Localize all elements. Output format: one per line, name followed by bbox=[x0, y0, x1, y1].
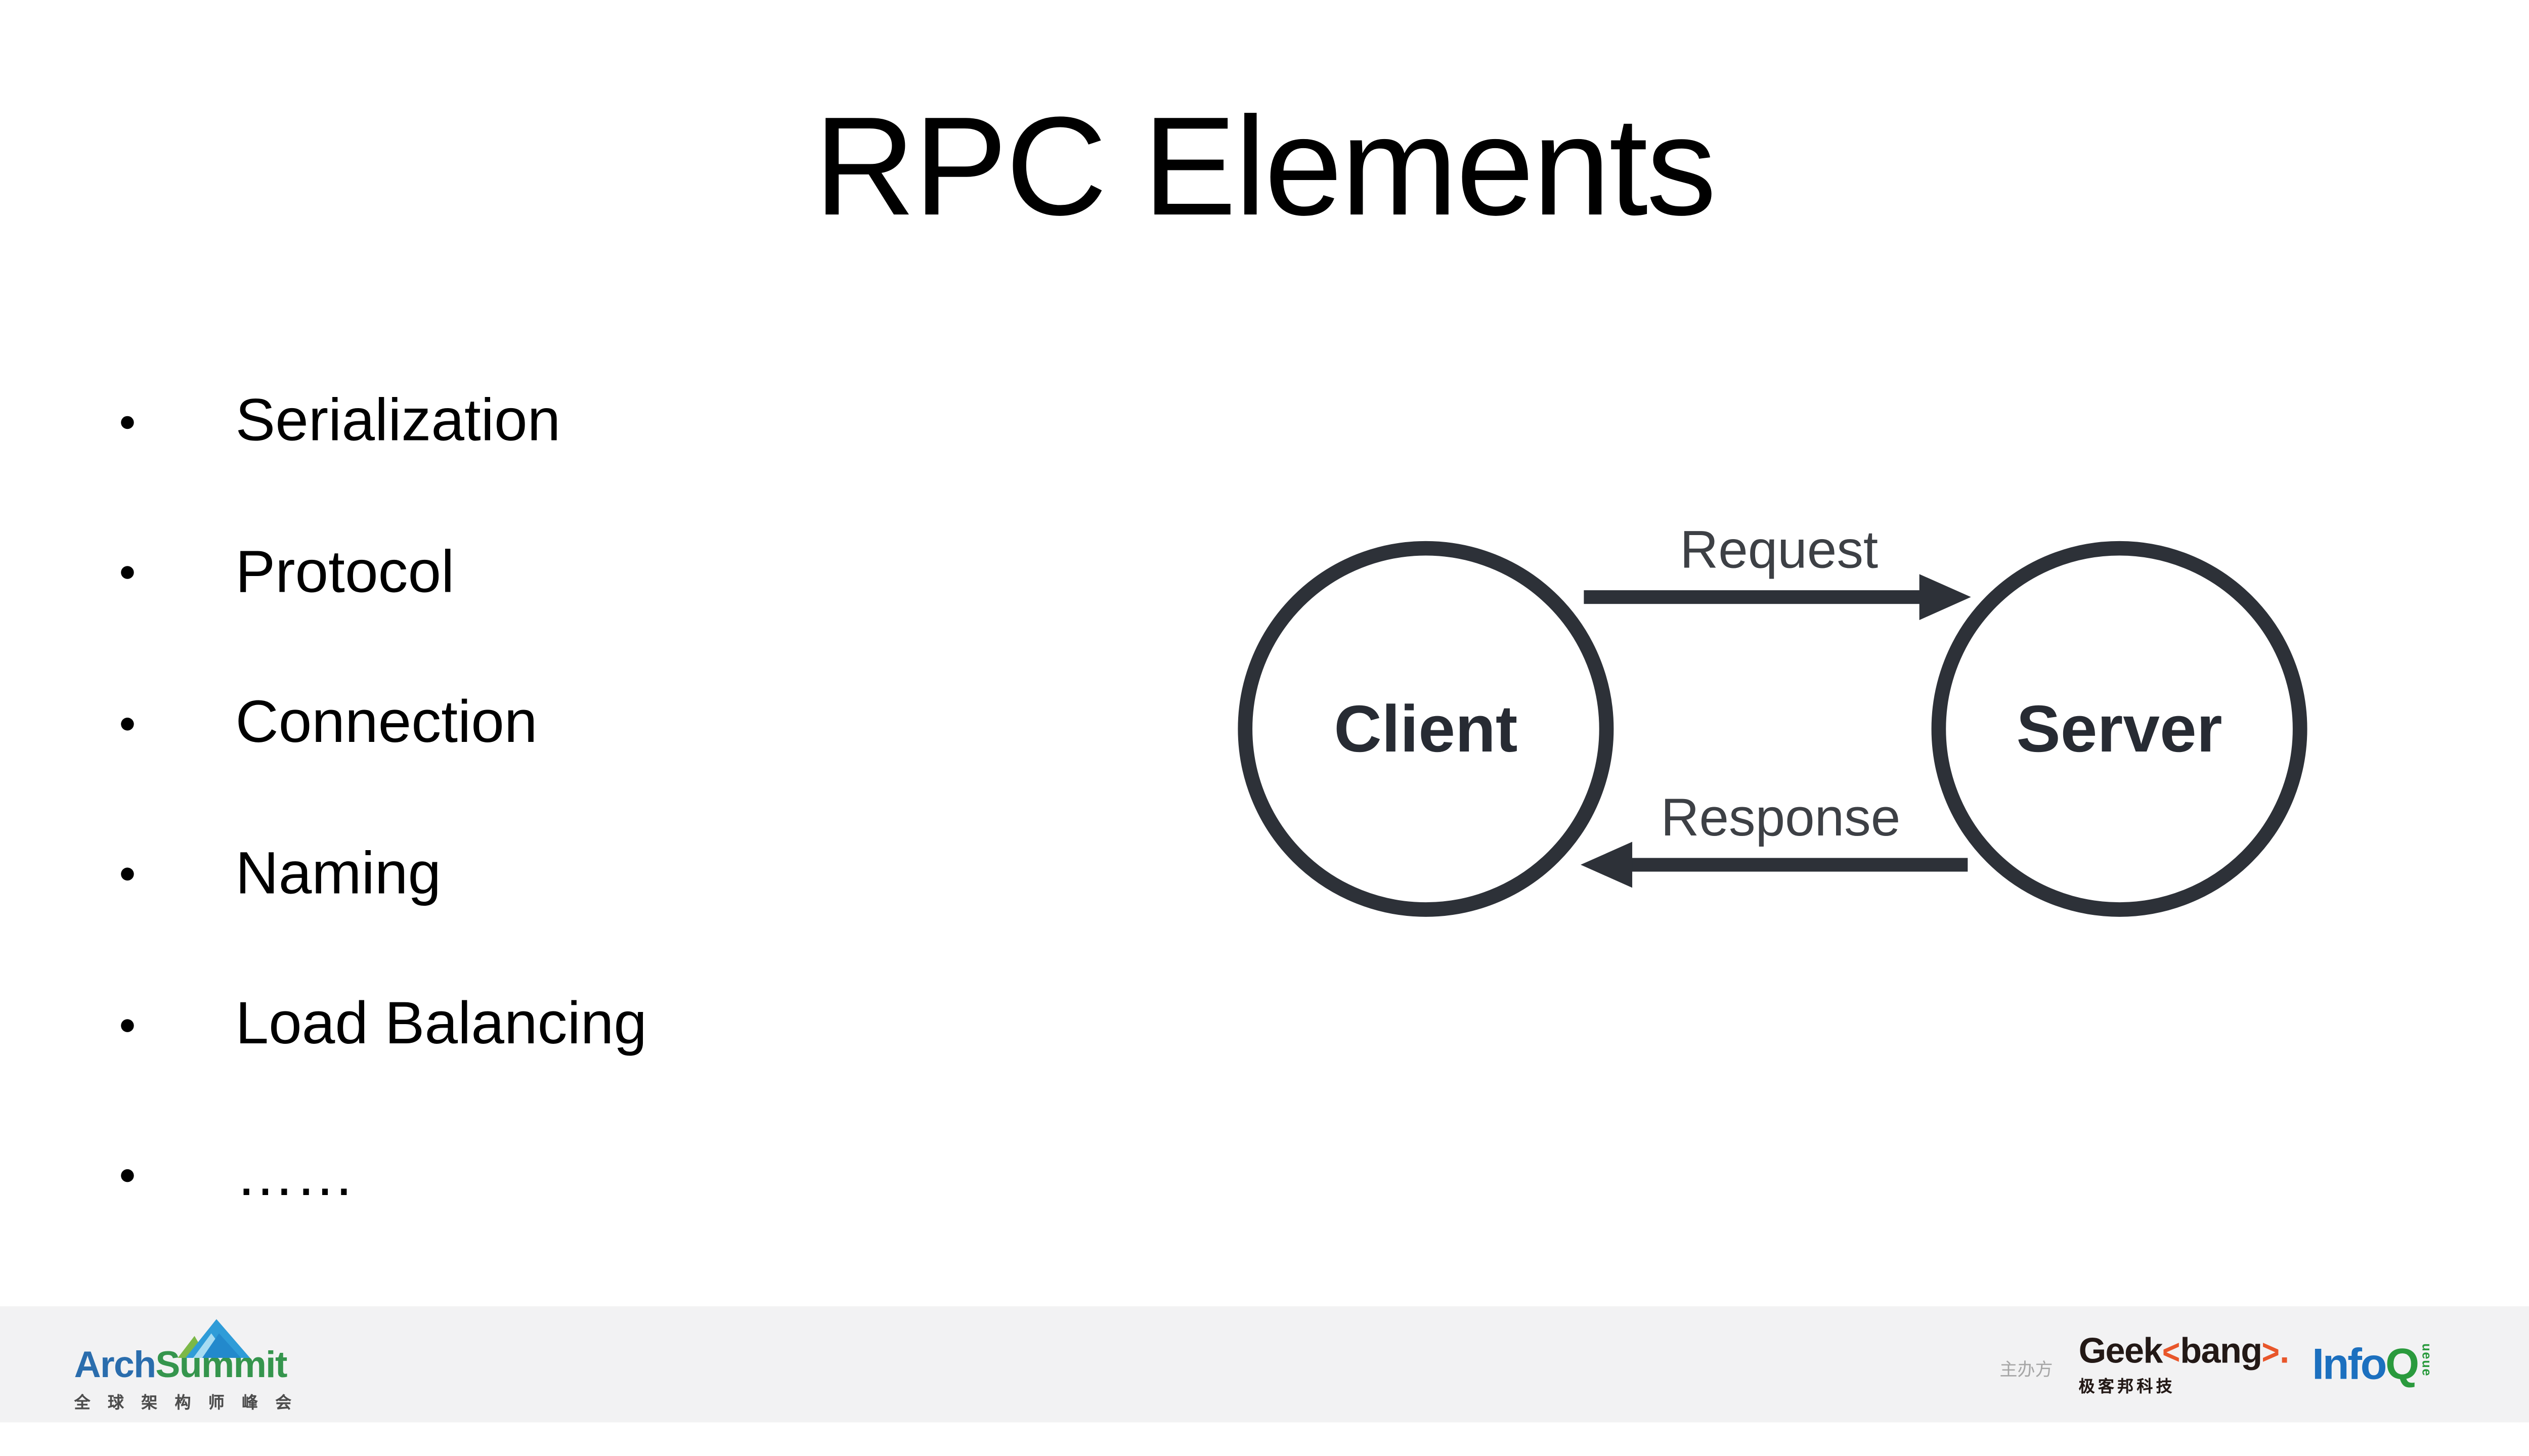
bullet-label: Load Balancing bbox=[235, 991, 647, 1057]
list-item: Serialization bbox=[92, 347, 1124, 498]
infoq-q-text: Q bbox=[2385, 1339, 2419, 1388]
geekbang-tagline: 极客邦科技 bbox=[2078, 1378, 2175, 1396]
bullet-label: Serialization bbox=[235, 387, 561, 454]
list-item: Connection bbox=[92, 648, 1124, 799]
bullet-label: Protocol bbox=[235, 538, 455, 605]
geekbang-wordmark: Geek<bang>. bbox=[2078, 1330, 2290, 1373]
request-arrow bbox=[1584, 574, 1971, 621]
host-label: 主办方 bbox=[1999, 1361, 2053, 1381]
server-node-circle bbox=[1931, 541, 2307, 917]
geekbang-bang-text: bang bbox=[2180, 1330, 2262, 1370]
bullet-icon bbox=[121, 1019, 134, 1032]
archsummit-tagline: 全 球 架 构 师 峰 会 bbox=[74, 1395, 298, 1413]
response-arrow bbox=[1581, 842, 1968, 888]
infoq-info-text: Info bbox=[2312, 1339, 2387, 1388]
server-label: Server bbox=[2017, 692, 2222, 766]
presentation-slide: RPC Elements Serialization Protocol Conn… bbox=[0, 89, 2529, 1423]
geekbang-geek-text: Geek bbox=[2078, 1330, 2163, 1370]
bullet-icon bbox=[121, 566, 134, 580]
client-label: Client bbox=[1334, 692, 1517, 766]
client-node-circle bbox=[1238, 541, 1614, 917]
list-item: Protocol bbox=[92, 498, 1124, 648]
geekbang-right-bracket-icon: > bbox=[2261, 1333, 2280, 1373]
page-title: RPC Elements bbox=[814, 89, 1716, 245]
bullet-label: Naming bbox=[235, 840, 442, 906]
geekbang-left-bracket-icon: < bbox=[2162, 1333, 2181, 1373]
response-label: Response bbox=[1661, 788, 1901, 847]
bullet-icon bbox=[121, 1169, 134, 1183]
diagram-canvas: Request Response Client Server bbox=[1238, 520, 2307, 917]
list-item: Load Balancing bbox=[92, 950, 1124, 1100]
bullet-label: …… bbox=[235, 1141, 355, 1208]
infoq-queue-suffix: ueue bbox=[2419, 1343, 2434, 1377]
client-server-diagram: Request Response Client Server bbox=[1194, 500, 2355, 968]
geekbang-dot: . bbox=[2279, 1330, 2290, 1370]
geekbang-logo: Geek<bang>. 极客邦科技 bbox=[2078, 1330, 2290, 1396]
archsummit-arch-text: Arch bbox=[74, 1343, 156, 1386]
list-item: Naming bbox=[92, 799, 1124, 950]
bullet-icon bbox=[121, 868, 134, 881]
request-label: Request bbox=[1680, 520, 1878, 579]
bullet-icon bbox=[121, 717, 134, 730]
bullet-label: Connection bbox=[235, 689, 538, 756]
arrowhead-left-icon bbox=[1581, 842, 1633, 888]
list-item: …… bbox=[92, 1100, 1124, 1251]
bullet-icon bbox=[121, 415, 134, 429]
arrowhead-right-icon bbox=[1919, 574, 1971, 621]
mountain-icon bbox=[178, 1319, 250, 1358]
bullet-list: Serialization Protocol Connection Naming… bbox=[92, 347, 1124, 1252]
